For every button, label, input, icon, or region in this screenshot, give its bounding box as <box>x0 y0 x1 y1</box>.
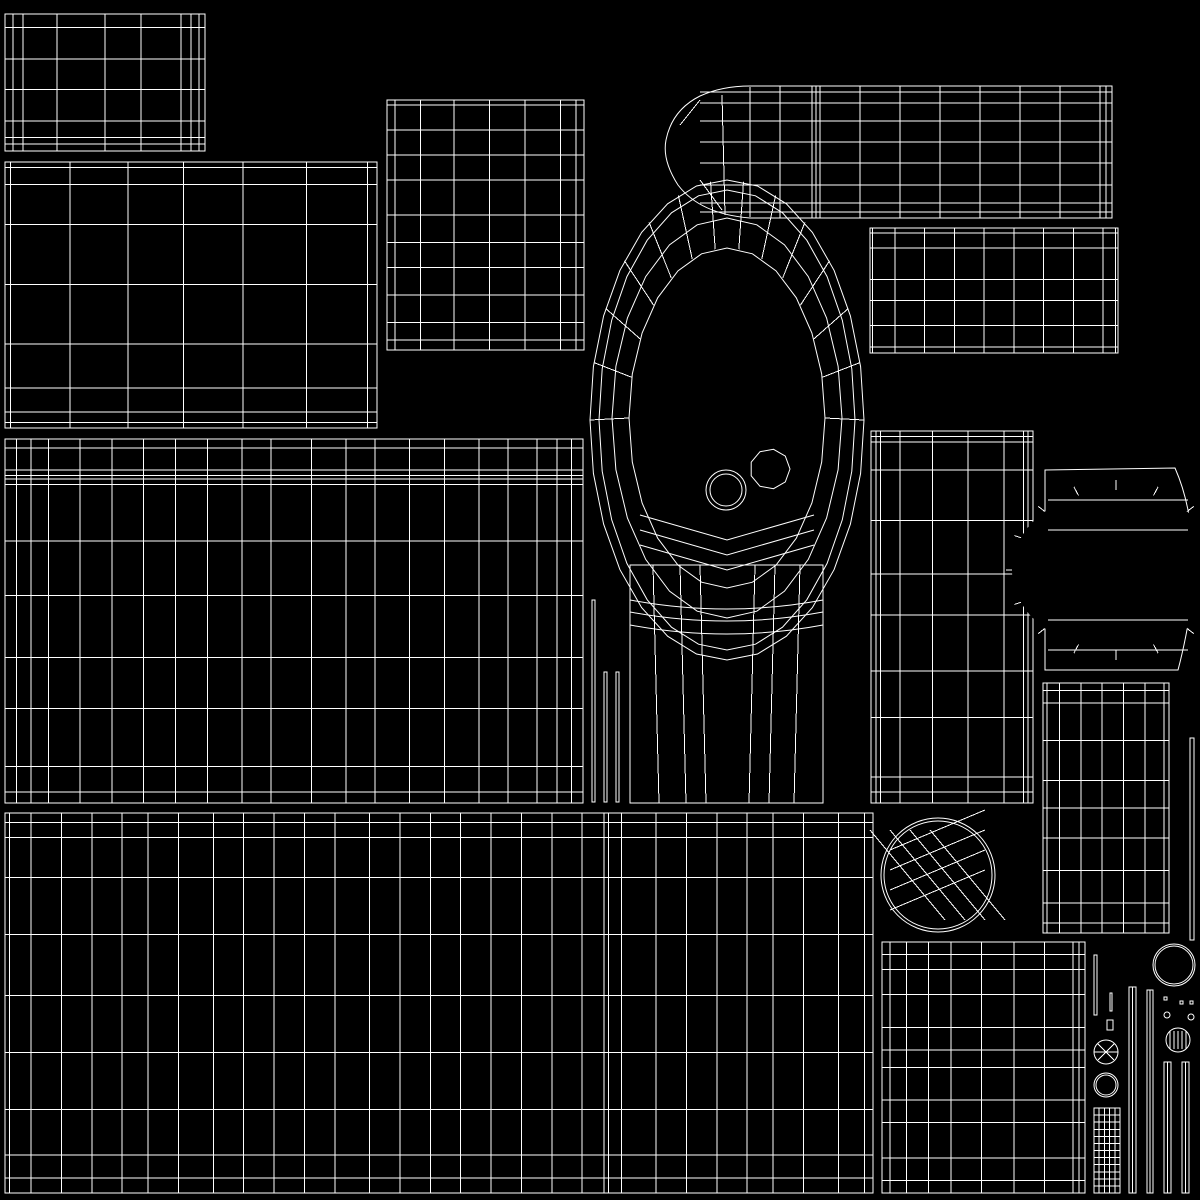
uv-edge <box>648 222 672 279</box>
bowl-ring-3 <box>611 217 843 619</box>
uv-edge <box>589 417 630 421</box>
uv-island-grid-bottom-right <box>881 941 1086 1194</box>
uv-island-thin-strips <box>591 599 1195 941</box>
uv-edge <box>679 564 687 804</box>
uv-border <box>1093 954 1098 1016</box>
uv-edge <box>889 849 986 891</box>
uv-edge <box>889 809 986 851</box>
uv-edge <box>813 308 849 340</box>
uv-island-small-parts-cluster <box>1093 943 1196 1194</box>
uv-border <box>591 599 596 803</box>
uv-island-seat-flange-patch <box>1006 467 1200 671</box>
bowl-v-edge <box>639 544 815 571</box>
uv-island-grid-top-left-small <box>4 13 206 152</box>
uv-edge <box>869 829 946 921</box>
uv-edge <box>624 260 655 306</box>
small-circle-large-inner <box>1154 945 1194 985</box>
uv-edge <box>909 829 986 921</box>
uv-border <box>1109 992 1113 1012</box>
uv-border <box>629 564 824 804</box>
uv-island-sphere-cap <box>869 809 1006 933</box>
uv-border <box>869 227 1119 354</box>
uv-edge <box>782 222 806 279</box>
uv-edge <box>721 94 726 216</box>
uv-edge <box>748 564 756 804</box>
uv-border <box>1189 1000 1194 1005</box>
uv-border <box>4 161 378 429</box>
small-circle-plain-inner <box>1095 1074 1117 1096</box>
uv-edge <box>679 99 701 126</box>
uv-edge <box>605 308 641 340</box>
uv-edge <box>889 869 986 911</box>
bowl-octagon-hole <box>750 448 791 490</box>
neck-curve <box>629 624 824 635</box>
uv-border <box>1189 737 1195 941</box>
uv-border <box>615 671 620 803</box>
uv-island-grid-upper-left-large <box>4 161 378 429</box>
uv-island-grid-bottom-wide <box>4 812 874 1194</box>
uv-edge <box>889 829 986 871</box>
uv-border <box>386 99 585 351</box>
bowl-v-edge <box>639 514 815 541</box>
small-circle-ribbed <box>1165 1027 1191 1053</box>
uv-border <box>1163 996 1168 1001</box>
drain-hole-outer <box>705 469 747 511</box>
uv-edge <box>929 829 1006 921</box>
uv-border <box>1106 1019 1114 1031</box>
uv-edge <box>699 564 707 804</box>
uv-edge <box>793 564 801 804</box>
uv-island-grid-right-upper <box>869 227 1119 354</box>
uv-border <box>1179 1000 1184 1005</box>
uv-island-grid-upper-center <box>386 99 585 351</box>
bowl-v-edge <box>639 529 815 556</box>
uv-edge <box>593 362 633 378</box>
uv-edge <box>824 417 865 421</box>
sphere-outer <box>880 817 996 933</box>
sphere-inner <box>883 820 993 930</box>
uv-edge <box>821 362 861 378</box>
uv-island-toilet-bowl-shell <box>589 179 865 804</box>
uv-island-grid-right-lower <box>1042 682 1170 934</box>
uv-island-grid-middle-left-wide <box>4 438 584 804</box>
tiny-circle <box>1187 1013 1195 1021</box>
tiny-circle <box>1163 1011 1171 1019</box>
uv-border <box>603 671 608 803</box>
small-circle-large <box>1152 943 1196 987</box>
uv-border <box>4 438 584 804</box>
uv-edge <box>761 195 777 260</box>
uv-edge <box>799 260 830 306</box>
neck-curve <box>629 611 824 622</box>
neck-curve <box>629 599 824 610</box>
uv-border <box>4 812 874 1194</box>
small-circle-plain <box>1093 1072 1119 1098</box>
drain-hole-inner <box>709 473 743 507</box>
uv-edge <box>677 195 693 260</box>
uv-edge <box>768 564 776 804</box>
uv-edge <box>738 181 745 250</box>
uv-edge <box>709 181 716 250</box>
uv-edge <box>652 564 660 804</box>
